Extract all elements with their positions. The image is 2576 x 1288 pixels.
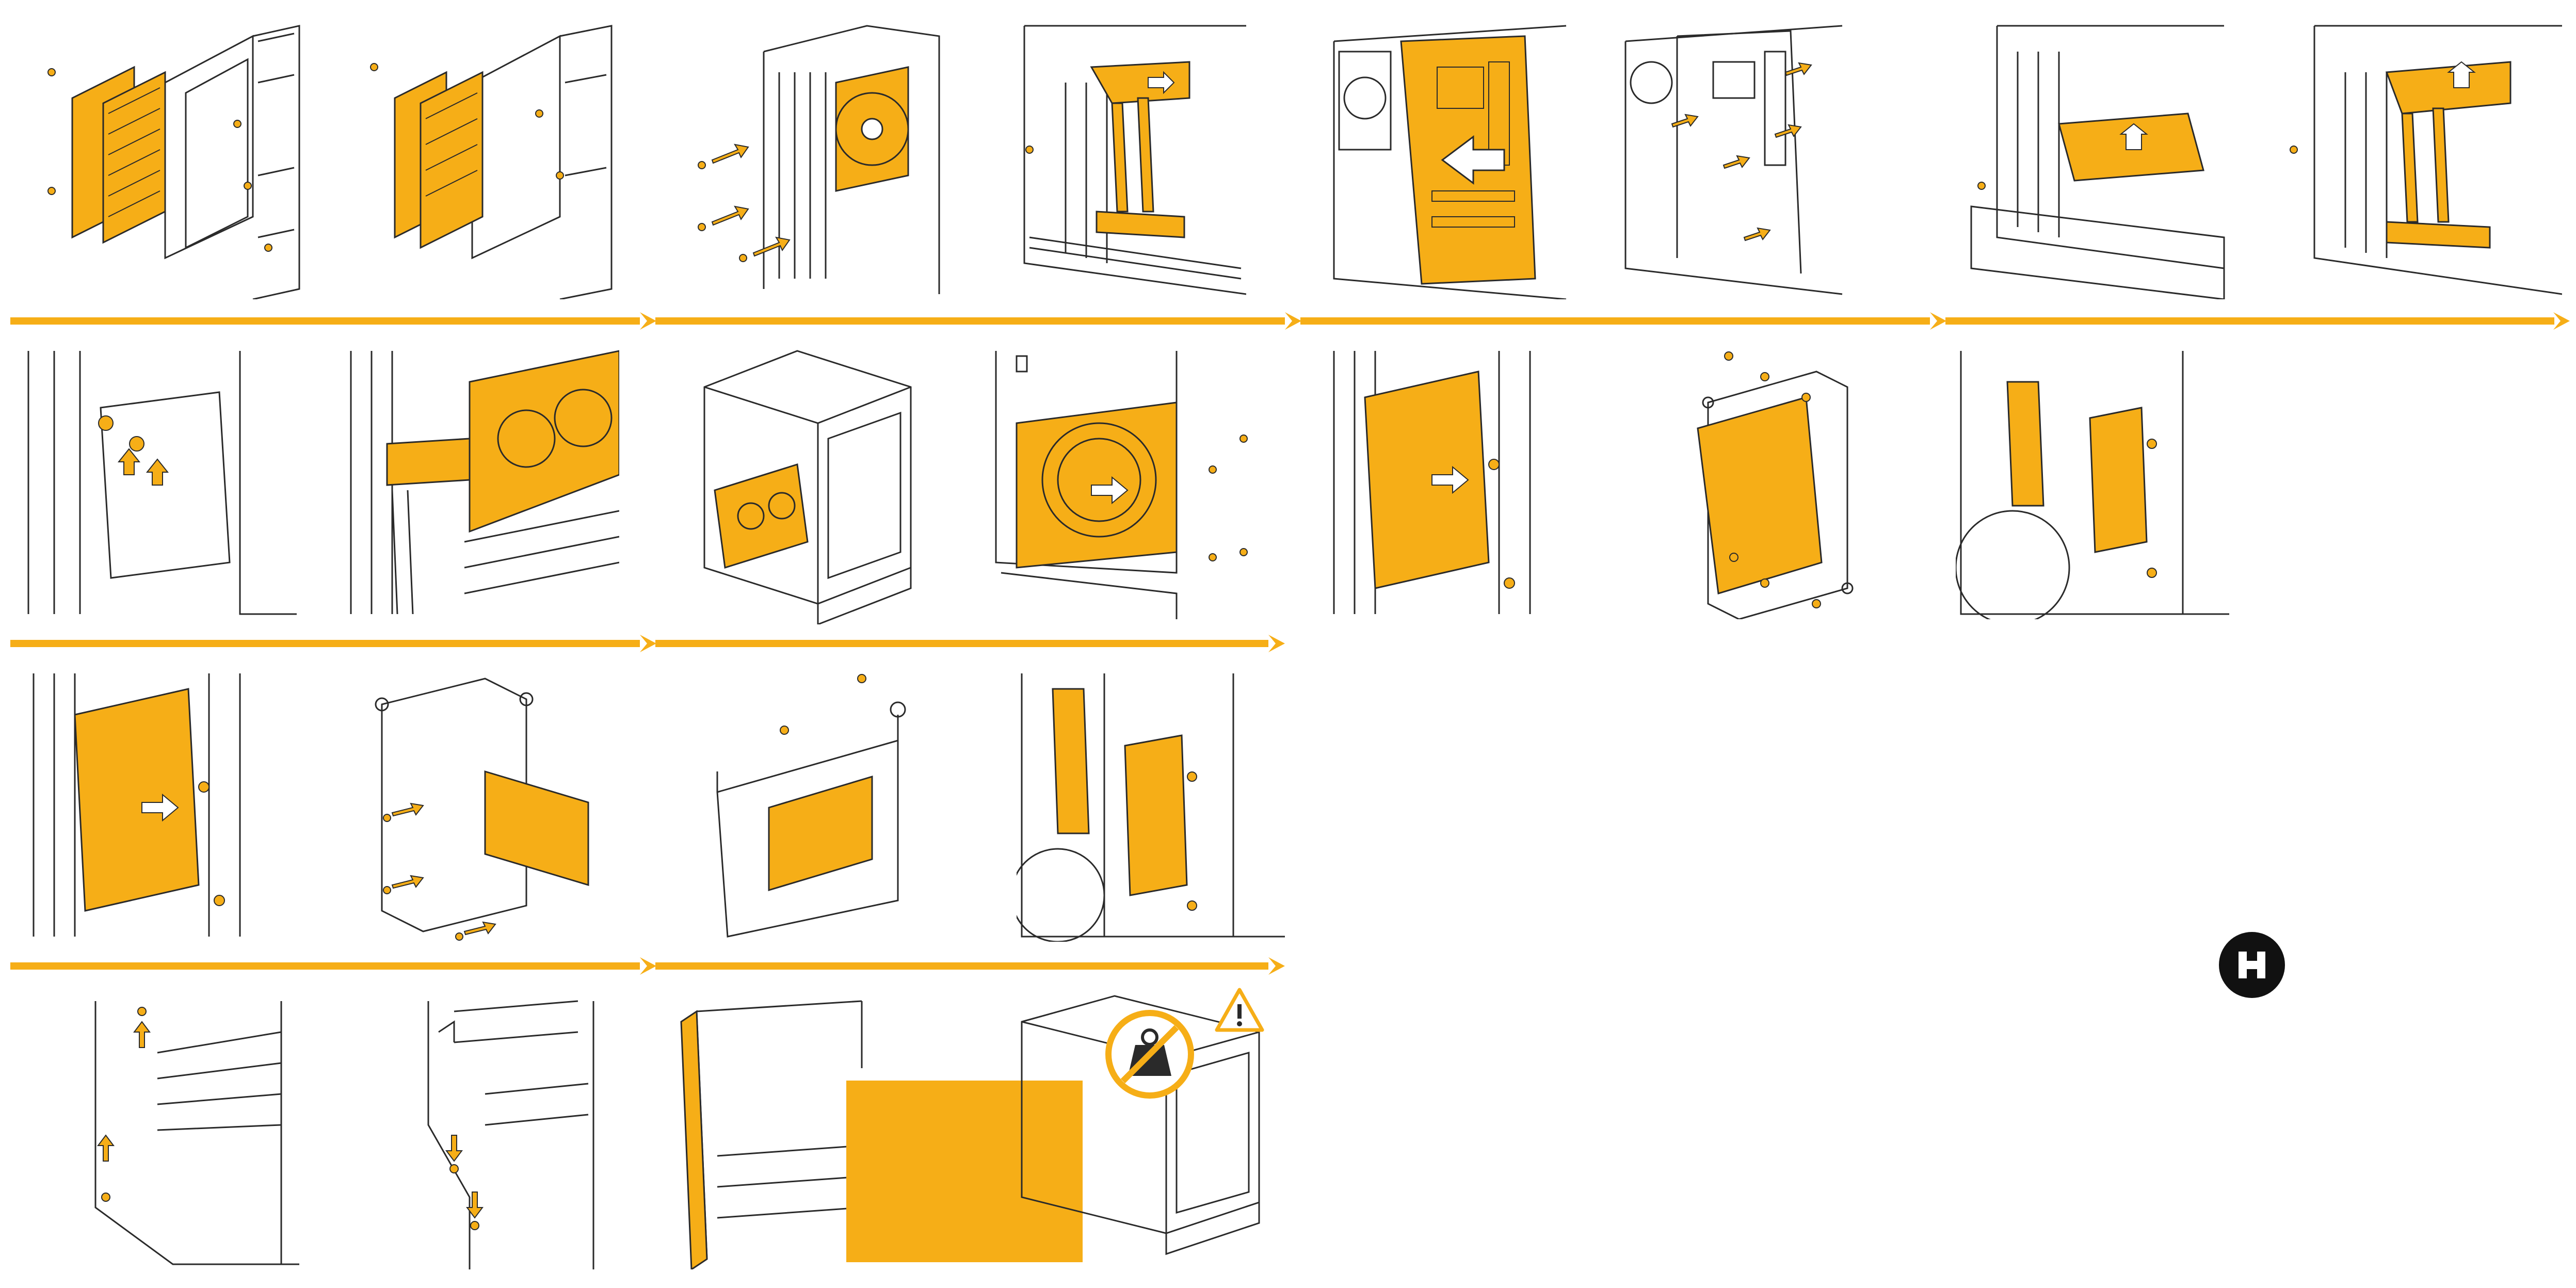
step-1-radiator-fan-mounted xyxy=(353,21,622,299)
step-7-hdd-bracket-screws xyxy=(1687,346,1858,619)
step-4-gpu-riser-mounted xyxy=(2283,21,2562,299)
step-flow-arrow-row-1 xyxy=(10,312,2570,330)
step-12-side-panel-open xyxy=(676,991,872,1269)
step-flow-arrow-row-3 xyxy=(10,957,1285,975)
step-10-ssd-bracket-screw xyxy=(707,668,908,942)
step-2-fan-install xyxy=(681,21,949,299)
step-9-ssd-bracket xyxy=(23,668,266,942)
step-11-front-panel-screws xyxy=(85,991,299,1269)
step-8-hdd-mounted xyxy=(1956,346,2229,619)
step-6-psu-install xyxy=(991,346,1249,619)
step-10-ssd-bracket-mounted xyxy=(1017,668,1285,942)
step-4-gpu-slot-insert xyxy=(1966,21,2234,299)
step-7-ssd-bracket-removal xyxy=(1324,346,1561,619)
step-3-motherboard-install xyxy=(1329,21,1571,299)
step-3-motherboard-screws xyxy=(1620,21,1847,299)
step-5-gpu-install xyxy=(346,346,619,619)
step-6-case-overview xyxy=(694,346,921,624)
step-2-gpu-riser-bracket xyxy=(1019,21,1246,299)
no-weight-icon xyxy=(1104,1009,1195,1100)
brand-logo-icon xyxy=(2219,932,2285,998)
step-9-ssd-install xyxy=(372,668,599,942)
step-11-front-panel-removal xyxy=(423,991,619,1269)
step-1-radiator-fan-exploded xyxy=(31,21,310,299)
warning-triangle-icon xyxy=(1214,987,1265,1033)
step-flow-arrow-row-2 xyxy=(10,635,1285,652)
step-5-slot-cover-removal xyxy=(23,346,297,619)
